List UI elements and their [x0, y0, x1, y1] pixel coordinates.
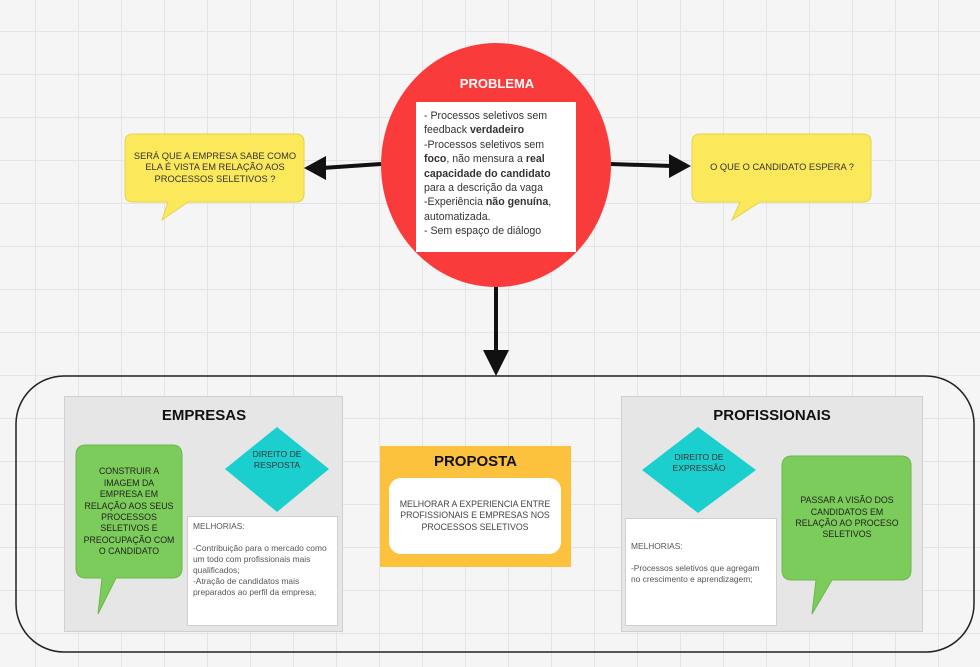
proposta-text: MELHORAR A EXPERIENCIA ENTRE PROFISSIONA…	[389, 478, 561, 554]
problem-line-2: -Processos seletivos sem foco, não mensu…	[424, 138, 551, 195]
container-frame	[15, 375, 975, 653]
profissionais-diamond-text: DIREITO DE EXPRESSÃO	[672, 452, 726, 474]
bubble-left-text: SERÁ QUE A EMPRESA SABE COMO ELA É VISTA…	[133, 150, 297, 184]
problem-line-3: -Experiência não genuína, automatizada.	[424, 196, 552, 223]
arrow-right	[610, 162, 673, 168]
arrow-left	[321, 162, 382, 170]
problem-title: PROBLEMA	[459, 76, 535, 91]
empresas-note: MELHORIAS: -Contribuição para o mercado …	[187, 516, 338, 626]
arrow-down-head	[483, 350, 509, 376]
empresas-note-title: MELHORIAS:	[193, 521, 245, 531]
empresas-note-item-2: -Atração de candidatos mais preparados a…	[193, 575, 317, 597]
empresas-green-text: CONSTRUIR A IMAGEM DA EMPRESA EM RELAÇÃO…	[83, 466, 175, 557]
profissionais-note: MELHORIAS: -Processos seletivos que agre…	[625, 518, 777, 626]
profissionais-note-item-1: -Processos seletivos que agregam no cres…	[631, 562, 760, 584]
problem-description: - Processos seletivos sem feedback verda…	[416, 102, 576, 252]
empresas-note-item-1: -Contribuição para o mercado como um tod…	[193, 542, 327, 575]
proposta-box: PROPOSTA MELHORAR A EXPERIENCIA ENTRE PR…	[380, 446, 571, 567]
arrow-left-head	[304, 156, 326, 180]
proposta-title: PROPOSTA	[433, 453, 518, 470]
speech-bubble-left	[124, 133, 305, 222]
arrow-right-head	[669, 154, 691, 178]
problem-line-4: - Sem espaço de diálogo	[424, 225, 542, 238]
problem-line-1: - Processos seletivos sem feedback verda…	[424, 110, 548, 137]
empresas-diamond-text: DIREITO DE RESPOSTA	[252, 449, 302, 471]
profissionais-title: PROFISSIONAIS	[713, 407, 831, 424]
profissionais-note-title: MELHORIAS:	[631, 541, 683, 551]
speech-bubble-right	[691, 133, 872, 222]
empresas-title: EMPRESAS	[161, 407, 247, 424]
profissionais-green-text: PASSAR A VISÃO DOS CANDIDATOS EM RELAÇÃO…	[795, 495, 899, 540]
bubble-right-text: O QUE O CANDIDATO ESPERA ?	[710, 162, 854, 173]
